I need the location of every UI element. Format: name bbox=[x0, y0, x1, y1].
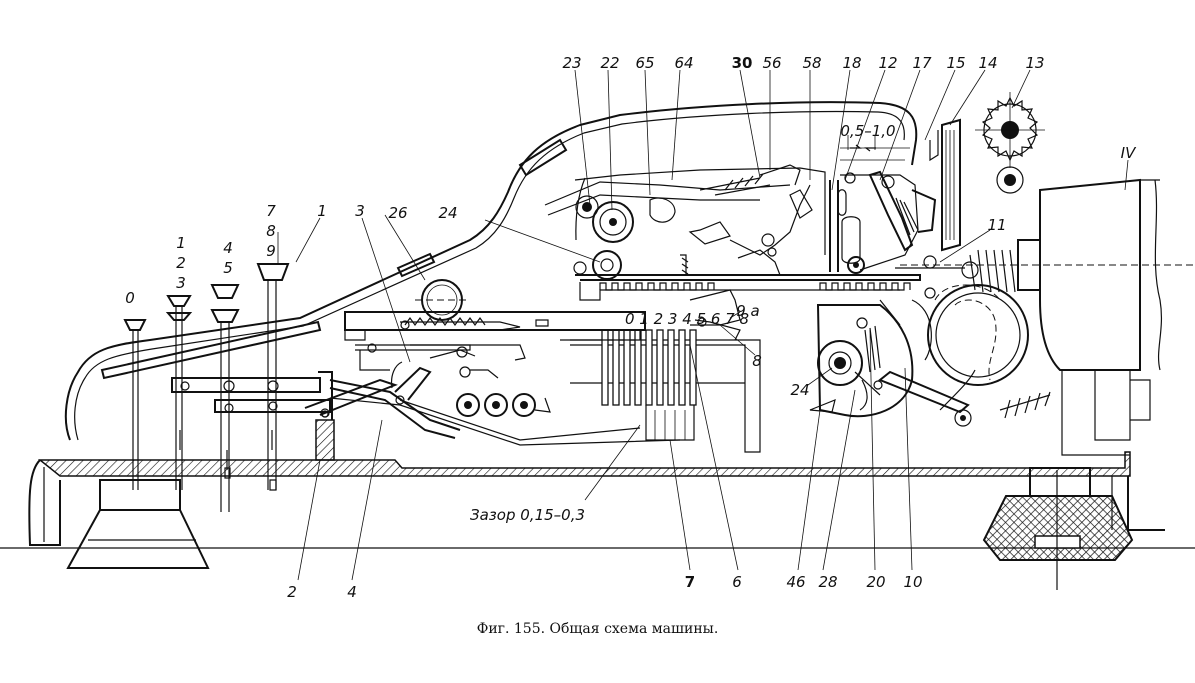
counter-strip bbox=[612, 329, 620, 406]
leader-lines bbox=[277, 69, 1129, 581]
key-columns bbox=[100, 263, 335, 512]
label-14: 14 bbox=[978, 54, 997, 72]
label-7: 7 bbox=[266, 202, 276, 220]
label-11: 11 bbox=[987, 216, 1006, 234]
carriage-rail bbox=[344, 279, 741, 379]
label-9a: 9 a bbox=[736, 302, 760, 320]
label-23: 23 bbox=[562, 54, 581, 72]
label-15: 15 bbox=[946, 54, 965, 72]
motor-iv bbox=[900, 178, 1195, 456]
right-foot bbox=[982, 467, 1134, 590]
label-6: 6 bbox=[732, 573, 742, 591]
label-56: 56 bbox=[762, 54, 781, 72]
label-22: 22 bbox=[600, 54, 619, 72]
label-46: 46 bbox=[786, 573, 805, 591]
label-1: 1 bbox=[176, 234, 186, 252]
label-24-upper: 24 bbox=[438, 204, 457, 222]
label-10: 10 bbox=[903, 573, 922, 591]
part-8-9a bbox=[694, 317, 741, 341]
counter-strip bbox=[634, 329, 642, 406]
latch-levers bbox=[544, 164, 813, 276]
label-3-upper: 3 bbox=[355, 202, 365, 220]
label-4: 4 bbox=[223, 239, 233, 257]
counter-strip bbox=[656, 329, 664, 406]
label-58: 58 bbox=[802, 54, 821, 72]
label-8: 8 bbox=[266, 222, 276, 240]
left-foot bbox=[66, 479, 210, 569]
label-0: 0 bbox=[125, 289, 135, 307]
label-20: 20 bbox=[866, 573, 885, 591]
label-4-lower: 4 bbox=[347, 583, 357, 601]
label-9: 9 bbox=[266, 242, 276, 260]
gear-23 bbox=[575, 195, 599, 219]
counter-strip bbox=[689, 329, 697, 406]
label-3: 3 bbox=[176, 274, 186, 292]
counter-wheels bbox=[570, 329, 761, 453]
gap-note: Зазор 0,15–0,3 bbox=[470, 506, 585, 524]
label-8-lower: 8 bbox=[752, 352, 762, 370]
counter-strip bbox=[678, 329, 686, 406]
label-2: 2 bbox=[176, 254, 186, 272]
gear-22 bbox=[592, 201, 634, 243]
label-28: 28 bbox=[818, 573, 837, 591]
dimension-note: 0,5–1,0 bbox=[840, 122, 895, 140]
lower-cam bbox=[809, 299, 932, 418]
housing-cover bbox=[64, 101, 918, 441]
label-18: 18 bbox=[842, 54, 861, 72]
label-30: 30 bbox=[732, 54, 753, 72]
label-7-lower: 7 bbox=[685, 573, 695, 591]
label-IV: IV bbox=[1121, 144, 1137, 162]
label-1-right: 1 bbox=[317, 202, 327, 220]
label-17: 17 bbox=[912, 54, 932, 72]
label-24-lower: 24 bbox=[790, 381, 809, 399]
label-26: 26 bbox=[388, 204, 407, 222]
counter-strip bbox=[645, 329, 653, 406]
part-labels: 0 1 2 3 4 5 7 8 9 1 3 26 24 23 22 65 64 … bbox=[125, 54, 1137, 601]
label-2-lower: 2 bbox=[287, 583, 297, 601]
counter-strip bbox=[623, 329, 631, 406]
label-65: 65 bbox=[635, 54, 654, 72]
upper-right-levers bbox=[837, 118, 965, 299]
label-64: 64 bbox=[674, 54, 693, 72]
label-13: 13 bbox=[1025, 54, 1044, 72]
counter-strip bbox=[601, 329, 609, 406]
main-levers bbox=[304, 361, 681, 446]
cam-assembly-right bbox=[878, 249, 1051, 427]
label-5: 5 bbox=[223, 259, 233, 277]
counter-strip bbox=[667, 329, 675, 406]
gear-24-upper bbox=[573, 250, 622, 280]
label-12: 12 bbox=[878, 54, 897, 72]
gear-13 bbox=[975, 92, 1045, 194]
counter-digits: 0 1 2 3 4 5 6 7 8 bbox=[625, 310, 749, 328]
figure-caption: Фиг. 155. Общая схема машины. bbox=[476, 621, 719, 637]
